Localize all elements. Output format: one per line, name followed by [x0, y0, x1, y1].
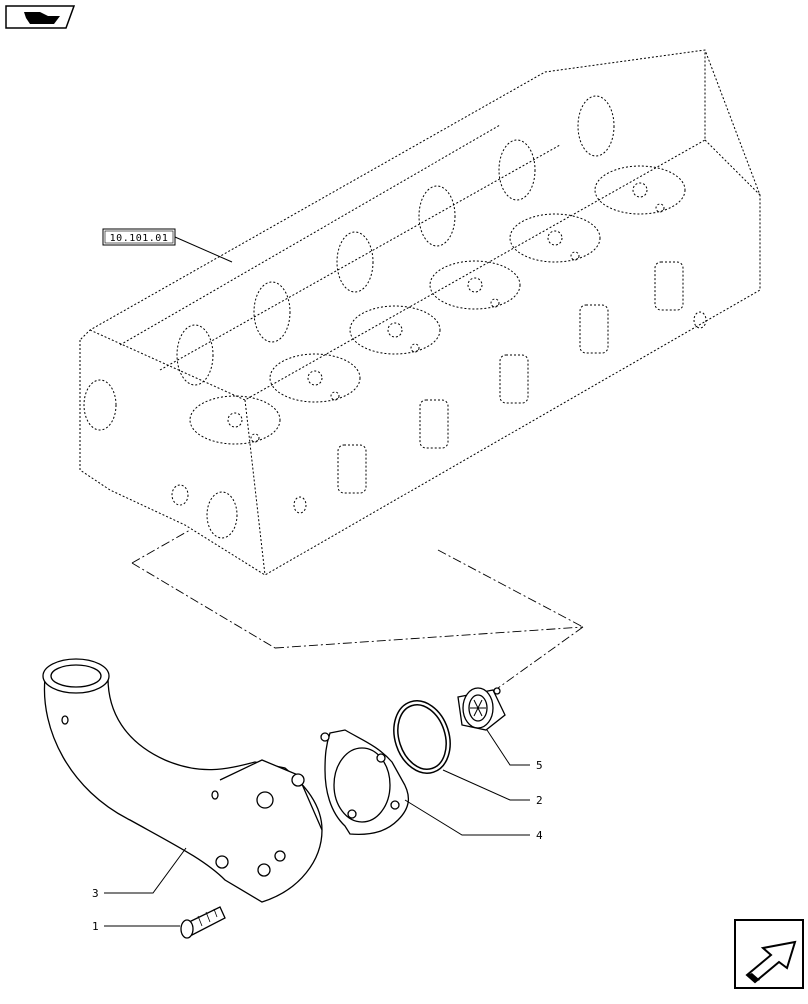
callout-1: 1 — [92, 920, 99, 933]
book-section-icon[interactable] — [5, 5, 76, 29]
next-page-arrow-icon[interactable] — [734, 919, 804, 989]
callout-3: 3 — [92, 887, 99, 900]
reference-tag-label: 10.101.01 — [110, 233, 169, 244]
cylinder-head-phantom — [79, 49, 761, 576]
callout-4: 4 — [536, 829, 543, 842]
reference-tag[interactable]: 10.101.01 — [102, 228, 176, 246]
callout-2: 2 — [536, 794, 543, 807]
assembly-outline — [131, 529, 584, 689]
bolt — [180, 906, 226, 939]
gasket-plate — [320, 729, 409, 836]
elbow-housing — [42, 658, 323, 903]
thermostat — [457, 687, 506, 731]
reference-leader — [174, 236, 233, 263]
callout-leaders — [104, 729, 530, 927]
seal-ring — [393, 700, 451, 774]
callout-5: 5 — [536, 759, 543, 772]
